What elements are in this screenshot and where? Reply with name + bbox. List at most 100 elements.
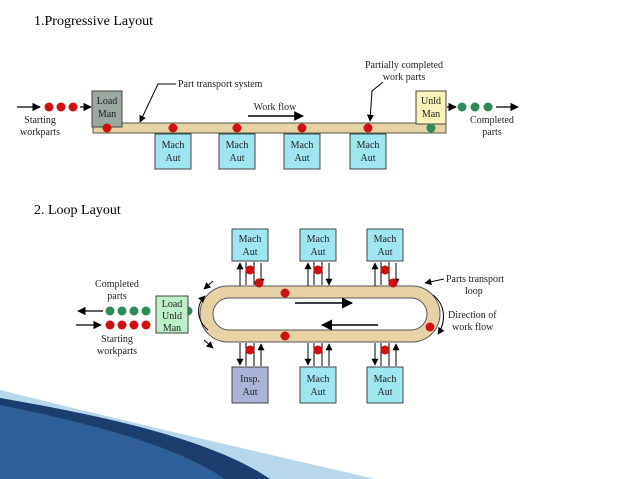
load-unload-station-line2: Unld (162, 311, 182, 322)
machine-station (218, 133, 256, 170)
starting-part-dot (105, 320, 115, 330)
conveyor-bar (92, 122, 447, 134)
machine-station-line1: Mach (239, 234, 262, 245)
load-station-line1: Load (97, 96, 118, 107)
machine-station-line1: Mach (357, 140, 380, 151)
completed-part-dot (426, 123, 436, 133)
machine-station (349, 133, 387, 170)
completed-parts-label-line2: parts (107, 291, 127, 302)
partial-parts-label-line2: work parts (383, 72, 426, 83)
load-unload-station-line1: Load (162, 299, 183, 310)
work-part-dot (245, 345, 255, 355)
loop-corner-arrow (203, 339, 214, 349)
inspection-station-line1: Insp. (240, 374, 260, 385)
work-part-dot (380, 265, 390, 275)
starting-workparts-label-line1: Starting (24, 115, 56, 126)
machine-station-line1: Mach (162, 140, 185, 151)
transport-loop-inner (212, 297, 428, 331)
completed-part-dot (117, 306, 127, 316)
parts-transport-label-line1: Parts transport (446, 274, 504, 285)
inspection-station-line2: Aut (243, 387, 258, 398)
machine-station-line2: Aut (230, 153, 245, 164)
direction-curve-right (432, 294, 445, 335)
partial-parts-label-line1: Partially completed (365, 60, 443, 71)
starting-part-dot (56, 102, 66, 112)
starting-part-dot (129, 320, 139, 330)
parts-transport-leader (424, 278, 445, 286)
unload-station-line2: Man (422, 109, 440, 120)
work-flow-label: Work flow (254, 102, 298, 113)
work-part-dot (380, 345, 390, 355)
completed-parts-label-line1: Completed (470, 115, 514, 126)
load-unload-station-line3: Man (163, 323, 181, 334)
machine-station-line2: Aut (243, 247, 258, 258)
machine-station (366, 228, 404, 262)
machine-station-line2: Aut (311, 247, 326, 258)
top-spurs (236, 262, 400, 286)
completed-part-dot (129, 306, 139, 316)
load-station-line2: Man (98, 109, 116, 120)
decorative-swoosh (0, 390, 375, 479)
work-part-dot (280, 331, 290, 341)
completed-part-dot (457, 102, 467, 112)
machine-station-line2: Aut (361, 153, 376, 164)
machine-station-line2: Aut (311, 387, 326, 398)
machine-station-line1: Mach (291, 140, 314, 151)
machine-station-line1: Mach (307, 234, 330, 245)
work-part-dot (425, 322, 435, 332)
work-part-dot (245, 265, 255, 275)
completed-part-dot (141, 306, 151, 316)
work-part-dot (102, 123, 112, 133)
loop-layout-title: 2. Loop Layout (34, 203, 121, 218)
starting-workparts-label-line2: workparts (20, 127, 60, 138)
work-part-dot (232, 123, 242, 133)
work-part-dot (297, 123, 307, 133)
machine-station (154, 133, 192, 170)
direction-curve-left (198, 295, 209, 331)
machine-station-line2: Aut (378, 247, 393, 258)
work-part-dot (388, 278, 398, 288)
work-part-dot (313, 345, 323, 355)
direction-label-line2: work flow (452, 322, 494, 333)
inspection-station (231, 366, 269, 404)
direction-label-line1: Direction of (448, 310, 497, 321)
load-unload-station (155, 295, 189, 334)
starting-workparts-label-line2: workparts (97, 346, 137, 357)
machine-station-line1: Mach (374, 234, 397, 245)
starting-part-dot (68, 102, 78, 112)
loop-corner-arrow (203, 280, 214, 290)
machine-station (299, 366, 337, 404)
loop-diagram: Mach Aut Mach Aut Mach Aut Insp. Aut Mac… (76, 228, 504, 404)
part-transport-leader (139, 83, 176, 123)
machine-station (366, 366, 404, 404)
machine-station-line2: Aut (166, 153, 181, 164)
machine-station-line1: Mach (374, 374, 397, 385)
work-part-dot (280, 288, 290, 298)
machine-station-line2: Aut (378, 387, 393, 398)
work-part-dot (313, 265, 323, 275)
completed-part-dot (105, 306, 115, 316)
starting-workparts-label-line1: Starting (101, 334, 133, 345)
bottom-spurs (236, 343, 400, 366)
load-station (91, 90, 123, 128)
machine-station-line2: Aut (295, 153, 310, 164)
work-part-dot (168, 123, 178, 133)
part-transport-label: Part transport system (178, 79, 263, 90)
progressive-layout-title: 1.Progressive Layout (34, 14, 153, 29)
parts-transport-label-line2: loop (465, 286, 483, 297)
progressive-diagram: Load Man Unld Man Mach Aut Mach Aut Mach… (17, 60, 519, 170)
swoosh-mid (0, 405, 225, 479)
completed-part-dot (470, 102, 480, 112)
starting-part-dot (117, 320, 127, 330)
partial-parts-leader (366, 81, 384, 122)
machine-station (231, 228, 269, 262)
unload-station-line1: Unld (421, 96, 441, 107)
completed-parts-label-line1: Completed (95, 279, 139, 290)
unload-station (415, 90, 447, 125)
machine-station-line1: Mach (226, 140, 249, 151)
completed-part-dot (483, 102, 493, 112)
starting-part-dot (141, 320, 151, 330)
completed-parts-label-line2: parts (482, 127, 502, 138)
starting-part-dot (44, 102, 54, 112)
